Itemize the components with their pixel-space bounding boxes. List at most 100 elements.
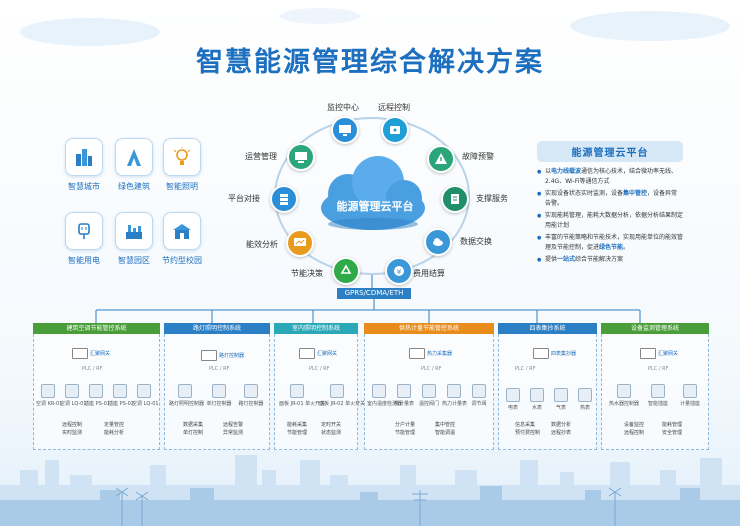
feature: 单灯控制 (183, 430, 204, 436)
yen-coin-icon[interactable]: ¥ (385, 257, 413, 285)
subsystem-title: 建筑空调节能管控系统 (33, 323, 160, 334)
feature: 节能管理 (395, 430, 416, 436)
subsystem-title: 路灯照明控制系统 (164, 323, 270, 334)
feature: 远程抄表 (551, 430, 572, 436)
feature: 数据分析 (551, 422, 572, 428)
green-building-icon (115, 138, 153, 176)
panel-title: 能源管理云平台 (537, 141, 683, 162)
subsystem-body: 四表集抄器 PLC / RF 电表 水表 气表 热表 信息采集 数据分析 预付费… (498, 334, 597, 450)
remote-control-icon[interactable] (381, 116, 409, 144)
device: 路灯控制器 (235, 384, 267, 407)
panel-item: 丰富的节能策略和节能技术，实现用能单位的能效管理及节能控制，促进绿色节能。 (537, 233, 683, 253)
bus-label: PLC / RF (648, 366, 669, 372)
app-tile-campus: 节约型校园 (160, 212, 204, 266)
feature: 定时开关 (321, 422, 342, 428)
device: 单灯控制器 (203, 384, 235, 407)
device: 计量插座 (674, 384, 706, 407)
feature: 节能管理 (287, 430, 308, 436)
app-label: 节约型校园 (162, 256, 202, 265)
industrial-park-icon (115, 212, 153, 250)
ring-node-label: 远程控制 (378, 103, 410, 112)
device: 热力计量表 (442, 384, 467, 407)
panel-list: 以电力线载波通信为核心技术，结合微功率无线、2.4G、Wi-Fi等通信方式 实现… (537, 167, 683, 265)
warning-icon[interactable] (427, 145, 455, 173)
device: 空调 LQ-01 (132, 384, 159, 407)
device: 空调 LQ-01 (60, 384, 87, 407)
subsystem-hvac: 建筑空调节能管控系统 汇聚网关 PLC / RF 空调 KR-01 空调 LQ-… (33, 323, 160, 453)
feature: 远程告警 (223, 422, 244, 428)
app-tile-smart-city: 智慧城市 (62, 138, 106, 192)
page-title: 智慧能源管理综合解决方案 (196, 47, 544, 78)
feature: 集中管控 (435, 422, 456, 428)
feature: 信息采集 (515, 422, 536, 428)
subsystem-body: 汇聚网关 PLC / RF 空调 KR-01 空调 LQ-01 插座 PS-01… (33, 334, 160, 450)
bus-label: PLC / RF (82, 366, 103, 372)
server-icon[interactable] (270, 185, 298, 213)
gateway: 汇聚网关 (72, 348, 110, 359)
ring-node-label: 支撑服务 (476, 194, 508, 203)
device: 智能插座 (642, 384, 674, 407)
device: 温控阀门 (417, 384, 441, 407)
app-label: 智慧城市 (68, 182, 100, 191)
subsystem-body: 汇聚网关 PLC / RF 热水器控制器 智能插座 计量插座 设备监控 能耗管理… (601, 334, 709, 450)
app-tile-smart-park: 智慧园区 (112, 212, 156, 266)
panel-item: 提供一站式综合节能解决方案 (537, 255, 683, 265)
gateway: 路灯控制器 (201, 350, 244, 361)
device: 调节阀 (467, 384, 491, 407)
feature: 能耗管理 (662, 422, 683, 428)
operation-computer-icon[interactable] (287, 143, 315, 171)
feature: 状态监测 (321, 430, 342, 436)
subsystem-heat-metering: 供热计量节能管控系统 热力采集器 PLC / RF 室内温度检测器 热计量表 温… (364, 323, 494, 453)
feature: 远程控制 (624, 430, 645, 436)
feature: 智能调温 (435, 430, 456, 436)
feature: 实时监测 (62, 430, 83, 436)
network-label: GPRS/CDMA/ETH (337, 288, 411, 299)
gateway: 汇聚网关 (299, 348, 337, 359)
device: 热水器控制器 (608, 384, 640, 407)
platform-panel: 能源管理云平台 以电力线载波通信为核心技术，结合微功率无线、2.4G、Wi-Fi… (537, 141, 683, 267)
app-tile-green-building: 绿色建筑 (112, 138, 156, 192)
gateway: 热力采集器 (409, 348, 452, 359)
ring-node-label: 运营管理 (245, 152, 277, 161)
bus-label: PLC / RF (309, 366, 330, 372)
gateway: 汇聚网关 (640, 348, 678, 359)
app-label: 智能用电 (68, 256, 100, 265)
device: 路灯照明控制器 (169, 384, 204, 407)
cloud-exchange-icon[interactable] (424, 228, 452, 256)
subsystem-title: 设备监测管理系统 (601, 323, 709, 334)
recycle-icon[interactable] (332, 257, 360, 285)
ring-node-label: 数据交换 (460, 237, 492, 246)
panel-item: 实现设备状态实时监测，设备集中管控，设备异常告警。 (537, 189, 683, 209)
app-tile-smart-lighting: 智能照明 (160, 138, 204, 192)
gateway: 四表集抄器 (533, 348, 576, 359)
monitor-screen-icon[interactable] (331, 116, 359, 144)
campus-icon (163, 212, 201, 250)
analysis-screen-icon[interactable] (286, 229, 314, 257)
app-label: 智能照明 (166, 182, 198, 191)
bus-label: PLC / RF (421, 366, 442, 372)
panel-item: 以电力线载波通信为核心技术，结合微功率无线、2.4G、Wi-Fi等通信方式 (537, 167, 683, 187)
feature: 远程控制 (62, 422, 83, 428)
subsystem-street-lighting: 路灯照明控制系统 路灯控制器 PLC / RF 路灯照明控制器 单灯控制器 路灯… (164, 323, 270, 453)
cloud-label: 能源管理云平台 (336, 200, 414, 213)
device: 气表 (550, 388, 572, 411)
ring-node-label: 监控中心 (327, 103, 359, 112)
device: 热表 (574, 388, 596, 411)
ring-node-label: 故障预警 (462, 152, 494, 161)
subsystem-body: 汇聚网关 PLC / RF 面板 JR-01 单火开关 面板 JR-02 单火开… (274, 334, 365, 450)
feature: 安全管理 (662, 430, 683, 436)
device: 空调 KR-01 (36, 384, 62, 407)
subsystem-title: 四表集抄系统 (498, 323, 597, 334)
service-box-icon[interactable] (441, 185, 469, 213)
panel-item: 实现能耗管理，能耗大数据分析，依据分析结果制定用能计划 (537, 211, 683, 231)
feature: 分户计量 (395, 422, 416, 428)
feature: 定量管控 (104, 422, 125, 428)
cloud-shape (321, 156, 425, 230)
power-plug-icon (65, 212, 103, 250)
subsystem-title: 室内照明控制系统 (274, 323, 358, 334)
feature: 数据采集 (183, 422, 204, 428)
app-tile-smart-power: 智能用电 (62, 212, 106, 266)
app-label: 智慧园区 (118, 256, 150, 265)
